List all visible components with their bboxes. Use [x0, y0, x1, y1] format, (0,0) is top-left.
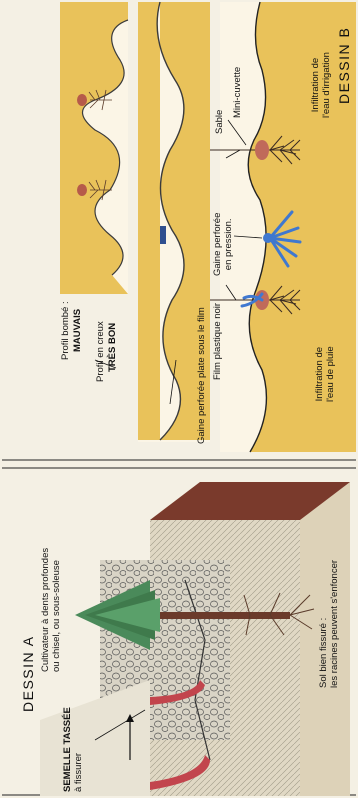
profil-creux-verdict: TRÈS BON: [107, 323, 118, 372]
sable-label: Sable: [214, 110, 225, 134]
infiltration-pluie-line2: l'eau de pluie: [325, 346, 336, 402]
semelle-line1: SEMELLE TASSÉE: [62, 707, 73, 792]
semelle-line2: à fissurer: [73, 707, 84, 792]
tree-trunk: [150, 612, 290, 619]
cultivateur-line1: Cultivateur à dents profondes: [40, 548, 51, 672]
semelle-label: SEMELLE TASSÉE à fissurer: [62, 707, 84, 792]
dessin-a-scene: [40, 482, 350, 796]
profil-bombe-verdict: MAUVAIS: [72, 309, 83, 352]
profil-creux-label: Profil en creux: [95, 321, 106, 382]
film-plastique-label: Film plastique noir: [212, 303, 223, 380]
dessin-a-title: DESSIN A: [20, 635, 36, 712]
sol-fissure-line1: Sol bien fissuré :: [318, 560, 329, 688]
profil-bombe-line1: Profil bombé :: [60, 301, 71, 360]
cultivateur-label: Cultivateur à dents profondes ou chisel,…: [40, 548, 62, 672]
gaine-pression-line2: en pression.: [223, 213, 234, 276]
infiltration-pluie-label: Infiltration de l'eau de pluie: [314, 346, 336, 402]
infiltration-irrigation-label: Infiltration de l'eau d'irrigation: [310, 52, 332, 118]
gaine-pression-label: Gaine perforée en pression.: [212, 213, 234, 276]
infiltration-irrigation-line2: l'eau d'irrigation: [321, 52, 332, 118]
infiltration-irrigation-line1: Infiltration de: [310, 52, 321, 118]
mini-cuvette-label: Mini-cuvette: [232, 67, 243, 118]
profil-bombe-panel: [60, 2, 128, 294]
sol-fissure-line2: les racines peuvent s'enfoncer: [329, 560, 340, 688]
dessin-b-title: DESSIN B: [336, 27, 352, 104]
gaine-plate-label: Gaine perforée plate sous le film: [196, 307, 207, 444]
gaine-pression-line1: Gaine perforée: [212, 213, 223, 276]
infiltration-pluie-line1: Infiltration de: [314, 346, 325, 402]
sol-fissure-label: Sol bien fissuré : les racines peuvent s…: [318, 560, 340, 688]
cultivateur-line2: ou chisel, ou sous-soleuse: [51, 548, 62, 672]
profil-bombe-label: Profil bombé :: [60, 301, 71, 360]
